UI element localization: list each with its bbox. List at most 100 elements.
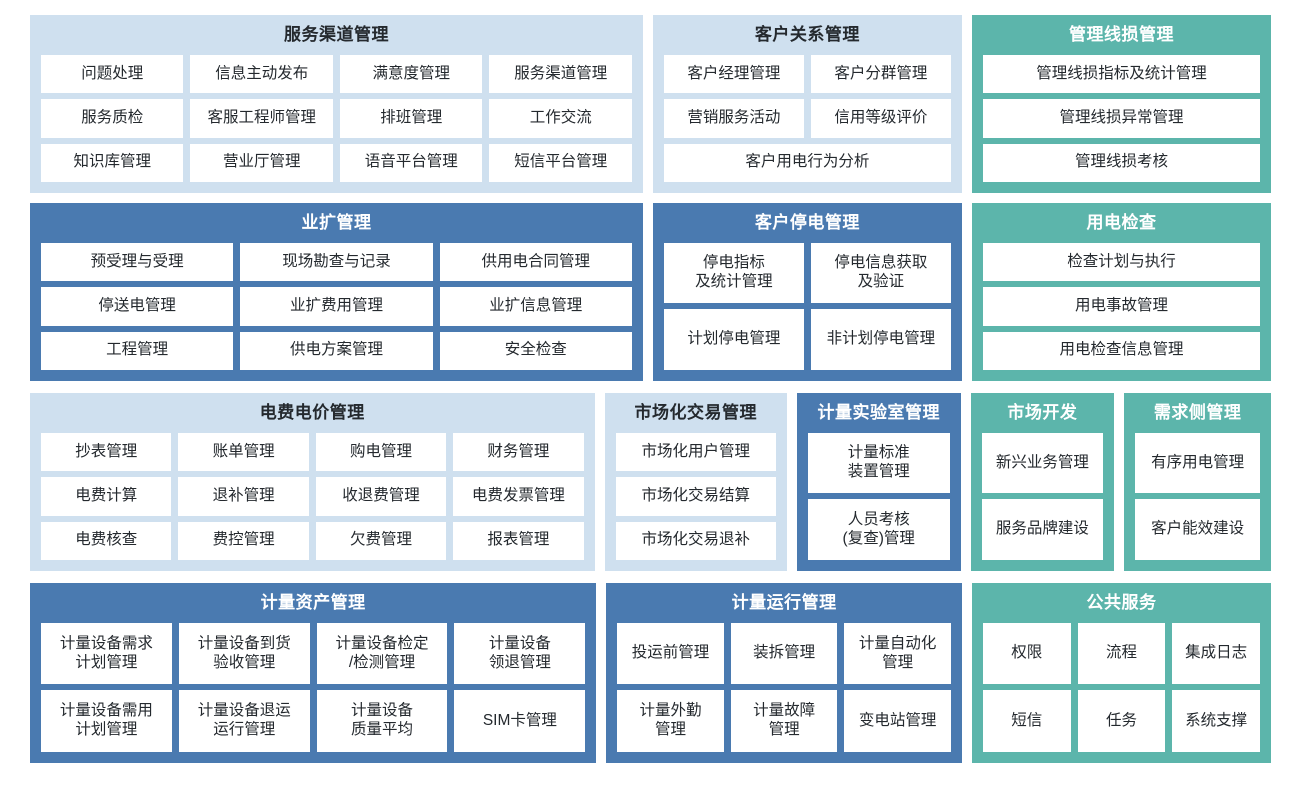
module-tile[interactable]: 管理线损异常管理 (982, 99, 1260, 138)
module-tile[interactable]: 计量设备到货 验收管理 (178, 622, 310, 685)
module-tile[interactable]: 信息主动发布 (190, 54, 333, 94)
module-tile[interactable]: 任务 (1077, 690, 1166, 752)
module-tile[interactable]: 有序用电管理 (1135, 432, 1261, 494)
tile-row: 营销服务活动信用等级评价 (663, 99, 951, 138)
module-tile[interactable]: 电费发票管理 (453, 477, 584, 516)
module-tile[interactable]: 系统支撑 (1172, 690, 1260, 752)
module-tile[interactable]: 计量设备检定 /检测管理 (316, 622, 448, 685)
module-tile[interactable]: 计量设备需求 计划管理 (41, 622, 172, 685)
module-tile[interactable]: 工程管理 (41, 331, 234, 371)
panel-market-trading-management[interactable]: 市场化交易管理市场化用户管理市场化交易结算市场化交易退补 (604, 393, 787, 571)
module-tile[interactable]: 计量故障 管理 (730, 690, 838, 752)
module-tile[interactable]: 信用等级评价 (810, 99, 951, 138)
module-tile[interactable]: 集成日志 (1172, 622, 1260, 685)
panel-metering-asset-management[interactable]: 计量资产管理计量设备需求 计划管理计量设备到货 验收管理计量设备检定 /检测管理… (30, 583, 597, 763)
tile-row: 服务品牌建设 (981, 499, 1104, 560)
module-tile[interactable]: 非计划停电管理 (810, 309, 951, 370)
module-tile[interactable]: 电费核查 (41, 521, 172, 561)
module-tile[interactable]: 变电站管理 (844, 690, 951, 752)
module-tile[interactable]: 管理线损指标及统计管理 (982, 54, 1260, 94)
module-tile[interactable]: 客户能效建设 (1135, 499, 1261, 560)
module-tile[interactable]: 费控管理 (178, 521, 309, 561)
module-tile[interactable]: 排班管理 (339, 99, 483, 138)
module-tile[interactable]: 供用电合同管理 (439, 242, 632, 282)
module-tile[interactable]: 安全检查 (439, 331, 632, 371)
module-tile[interactable]: 工作交流 (489, 99, 632, 138)
module-tile[interactable]: 计划停电管理 (663, 309, 804, 370)
module-tile[interactable]: 计量外勤 管理 (617, 690, 724, 752)
panel-customer-outage-management[interactable]: 客户停电管理停电指标 及统计管理停电信息获取 及验证计划停电管理非计划停电管理 (652, 203, 962, 381)
module-tile[interactable]: 报表管理 (453, 521, 584, 561)
module-tile[interactable]: 装拆管理 (730, 622, 838, 685)
module-tile[interactable]: 流程 (1077, 622, 1166, 685)
module-tile[interactable]: 停电指标 及统计管理 (663, 242, 804, 304)
module-tile[interactable]: 业扩费用管理 (240, 287, 433, 326)
panel-management-line-loss-management[interactable]: 管理线损管理管理线损指标及统计管理管理线损异常管理管理线损考核 (971, 15, 1271, 193)
module-tile[interactable]: 市场化用户管理 (615, 432, 776, 472)
tile-grid-management-line-loss-management: 管理线损指标及统计管理管理线损异常管理管理线损考核 (982, 54, 1260, 183)
module-tile[interactable]: 营销服务活动 (663, 99, 804, 138)
module-tile[interactable]: 业扩信息管理 (439, 287, 632, 326)
module-tile[interactable]: 营业厅管理 (190, 143, 333, 183)
panel-electricity-fee-price-management[interactable]: 电费电价管理抄表管理账单管理购电管理财务管理电费计算退补管理收退费管理电费发票管… (30, 393, 595, 571)
module-tile[interactable]: 知识库管理 (41, 143, 184, 183)
panel-metering-operation-management[interactable]: 计量运行管理投运前管理装拆管理计量自动化 管理计量外勤 管理计量故障 管理变电站… (606, 583, 962, 763)
panel-demand-side-management[interactable]: 需求侧管理有序用电管理客户能效建设 (1124, 393, 1272, 571)
module-tile[interactable]: 管理线损考核 (982, 143, 1260, 183)
module-tile[interactable]: 投运前管理 (617, 622, 724, 685)
module-tile[interactable]: 计量标准 装置管理 (807, 432, 950, 494)
module-tile[interactable]: 计量设备 质量平均 (316, 690, 448, 752)
module-tile[interactable]: 检查计划与执行 (982, 242, 1260, 282)
panel-metering-laboratory-management[interactable]: 计量实验室管理计量标准 装置管理人员考核 (复查)管理 (796, 393, 961, 571)
panel-electricity-usage-inspection[interactable]: 用电检查检查计划与执行用电事故管理用电检查信息管理 (971, 203, 1271, 381)
panel-customer-relationship-management[interactable]: 客户关系管理客户经理管理客户分群管理营销服务活动信用等级评价客户用电行为分析 (652, 15, 962, 193)
module-tile[interactable]: 供电方案管理 (240, 331, 433, 371)
module-tile[interactable]: 财务管理 (453, 432, 584, 472)
module-tile[interactable]: 市场化交易结算 (615, 477, 776, 516)
module-tile[interactable]: 现场勘查与记录 (240, 242, 433, 282)
module-tile[interactable]: 服务渠道管理 (489, 54, 632, 94)
module-tile[interactable]: 客户经理管理 (663, 54, 804, 94)
module-tile[interactable]: 短信平台管理 (489, 143, 632, 183)
panel-service-channel-management[interactable]: 服务渠道管理问题处理信息主动发布满意度管理服务渠道管理服务质检客服工程师管理排班… (30, 15, 643, 193)
module-tile[interactable]: 问题处理 (41, 54, 184, 94)
panel-public-service[interactable]: 公共服务权限流程集成日志短信任务系统支撑 (971, 583, 1271, 763)
module-tile[interactable]: 客服工程师管理 (190, 99, 333, 138)
diagram-row-4: 计量资产管理计量设备需求 计划管理计量设备到货 验收管理计量设备检定 /检测管理… (30, 583, 1271, 763)
module-tile[interactable]: 客户用电行为分析 (663, 143, 951, 183)
module-tile[interactable]: 计量设备需用 计划管理 (41, 690, 172, 752)
module-tile[interactable]: SIM卡管理 (454, 690, 586, 752)
module-tile[interactable]: 停电信息获取 及验证 (810, 242, 951, 304)
module-tile[interactable]: 用电事故管理 (982, 287, 1260, 326)
panel-business-expansion-management[interactable]: 业扩管理预受理与受理现场勘查与记录供用电合同管理停送电管理业扩费用管理业扩信息管… (30, 203, 643, 381)
module-tile[interactable]: 权限 (982, 622, 1071, 685)
module-tile[interactable]: 抄表管理 (41, 432, 172, 472)
module-tile[interactable]: 退补管理 (178, 477, 309, 516)
panel-market-development[interactable]: 市场开发新兴业务管理服务品牌建设 (970, 393, 1115, 571)
module-tile[interactable]: 欠费管理 (315, 521, 447, 561)
module-tile[interactable]: 电费计算 (41, 477, 172, 516)
module-tile[interactable]: 收退费管理 (315, 477, 447, 516)
panel-title-market-trading-management: 市场化交易管理 (634, 403, 757, 422)
module-tile[interactable]: 计量设备 领退管理 (454, 622, 586, 685)
panel-title-management-line-loss-management: 管理线损管理 (1068, 25, 1174, 44)
module-tile[interactable]: 人员考核 (复查)管理 (807, 499, 950, 560)
module-tile[interactable]: 购电管理 (315, 432, 447, 472)
module-tile[interactable]: 市场化交易退补 (615, 521, 776, 561)
module-tile[interactable]: 用电检查信息管理 (982, 331, 1260, 371)
module-tile[interactable]: 短信 (982, 690, 1071, 752)
module-tile[interactable]: 服务质检 (41, 99, 184, 138)
module-tile[interactable]: 客户分群管理 (810, 54, 951, 94)
tile-row: 权限流程集成日志 (982, 622, 1260, 685)
module-tile[interactable]: 账单管理 (178, 432, 309, 472)
module-tile[interactable]: 语音平台管理 (339, 143, 483, 183)
module-tile[interactable]: 计量设备退运 运行管理 (178, 690, 310, 752)
module-tile[interactable]: 计量自动化 管理 (844, 622, 951, 685)
module-tile[interactable]: 预受理与受理 (41, 242, 234, 282)
module-tile[interactable]: 满意度管理 (339, 54, 483, 94)
module-tile[interactable]: 服务品牌建设 (981, 499, 1104, 560)
tile-row: 市场化交易结算 (615, 477, 776, 516)
module-tile[interactable]: 新兴业务管理 (981, 432, 1104, 494)
module-tile[interactable]: 停送电管理 (41, 287, 234, 326)
